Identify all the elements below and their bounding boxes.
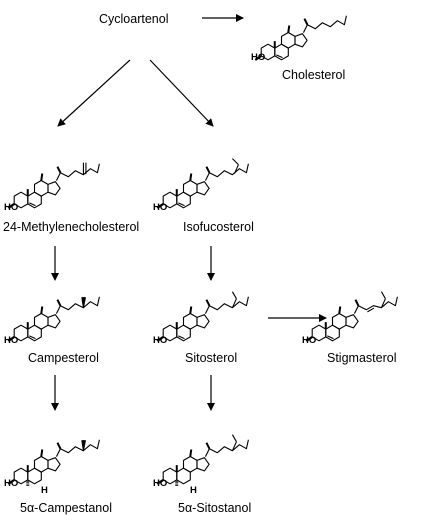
5alpha-campestanol-structure [7, 439, 100, 486]
label-5alpha-sitostanol: 5α-Sitostanol [178, 501, 252, 515]
hydroxyl-label-campestanol: HO [4, 478, 19, 489]
isofucosterol-structure [156, 158, 249, 209]
hydrogen-label-campestanol: H [41, 485, 48, 496]
label-5alpha-campestanol: 5α-Campestanol [20, 501, 112, 515]
label-stigmasterol: Stigmasterol [327, 351, 397, 365]
label-sitosterol: Sitosterol [185, 351, 238, 365]
hydroxyl-label-methylenecholesterol: HO [4, 202, 19, 213]
label-cycloartenol: Cycloartenol [99, 12, 169, 26]
hydroxyl-label-cholesterol: HO [251, 52, 266, 63]
label-isofucosterol: Isofucosterol [183, 220, 254, 234]
hydroxyl-label-stigmasterol: HO [302, 335, 317, 346]
campesterol-structure [7, 296, 100, 342]
hydroxyl-label-sitosterol: HO [153, 335, 168, 346]
arrow-cycloartenol-to-isofucosterol [149, 59, 214, 127]
hydroxyl-label-sitostanol: HO [153, 478, 168, 489]
label-campesterol: Campesterol [28, 351, 99, 365]
hydroxyl-label-isofucosterol: HO [153, 202, 168, 213]
5alpha-sitostanol-structure [156, 434, 249, 486]
label-24-methylenecholesterol: 24-Methylenecholesterol [3, 220, 140, 234]
hydroxyl-label-campesterol: HO [4, 335, 19, 346]
label-cholesterol: Cholesterol [282, 68, 346, 82]
cholesterol-structure [254, 15, 347, 61]
24-methylenecholesterol-structure [7, 162, 100, 209]
sitosterol-structure [156, 291, 249, 342]
stigmasterol-structure [305, 291, 398, 342]
hydrogen-label-sitostanol: H [190, 485, 197, 496]
arrow-cycloartenol-to-methylenecholesterol [57, 59, 131, 127]
